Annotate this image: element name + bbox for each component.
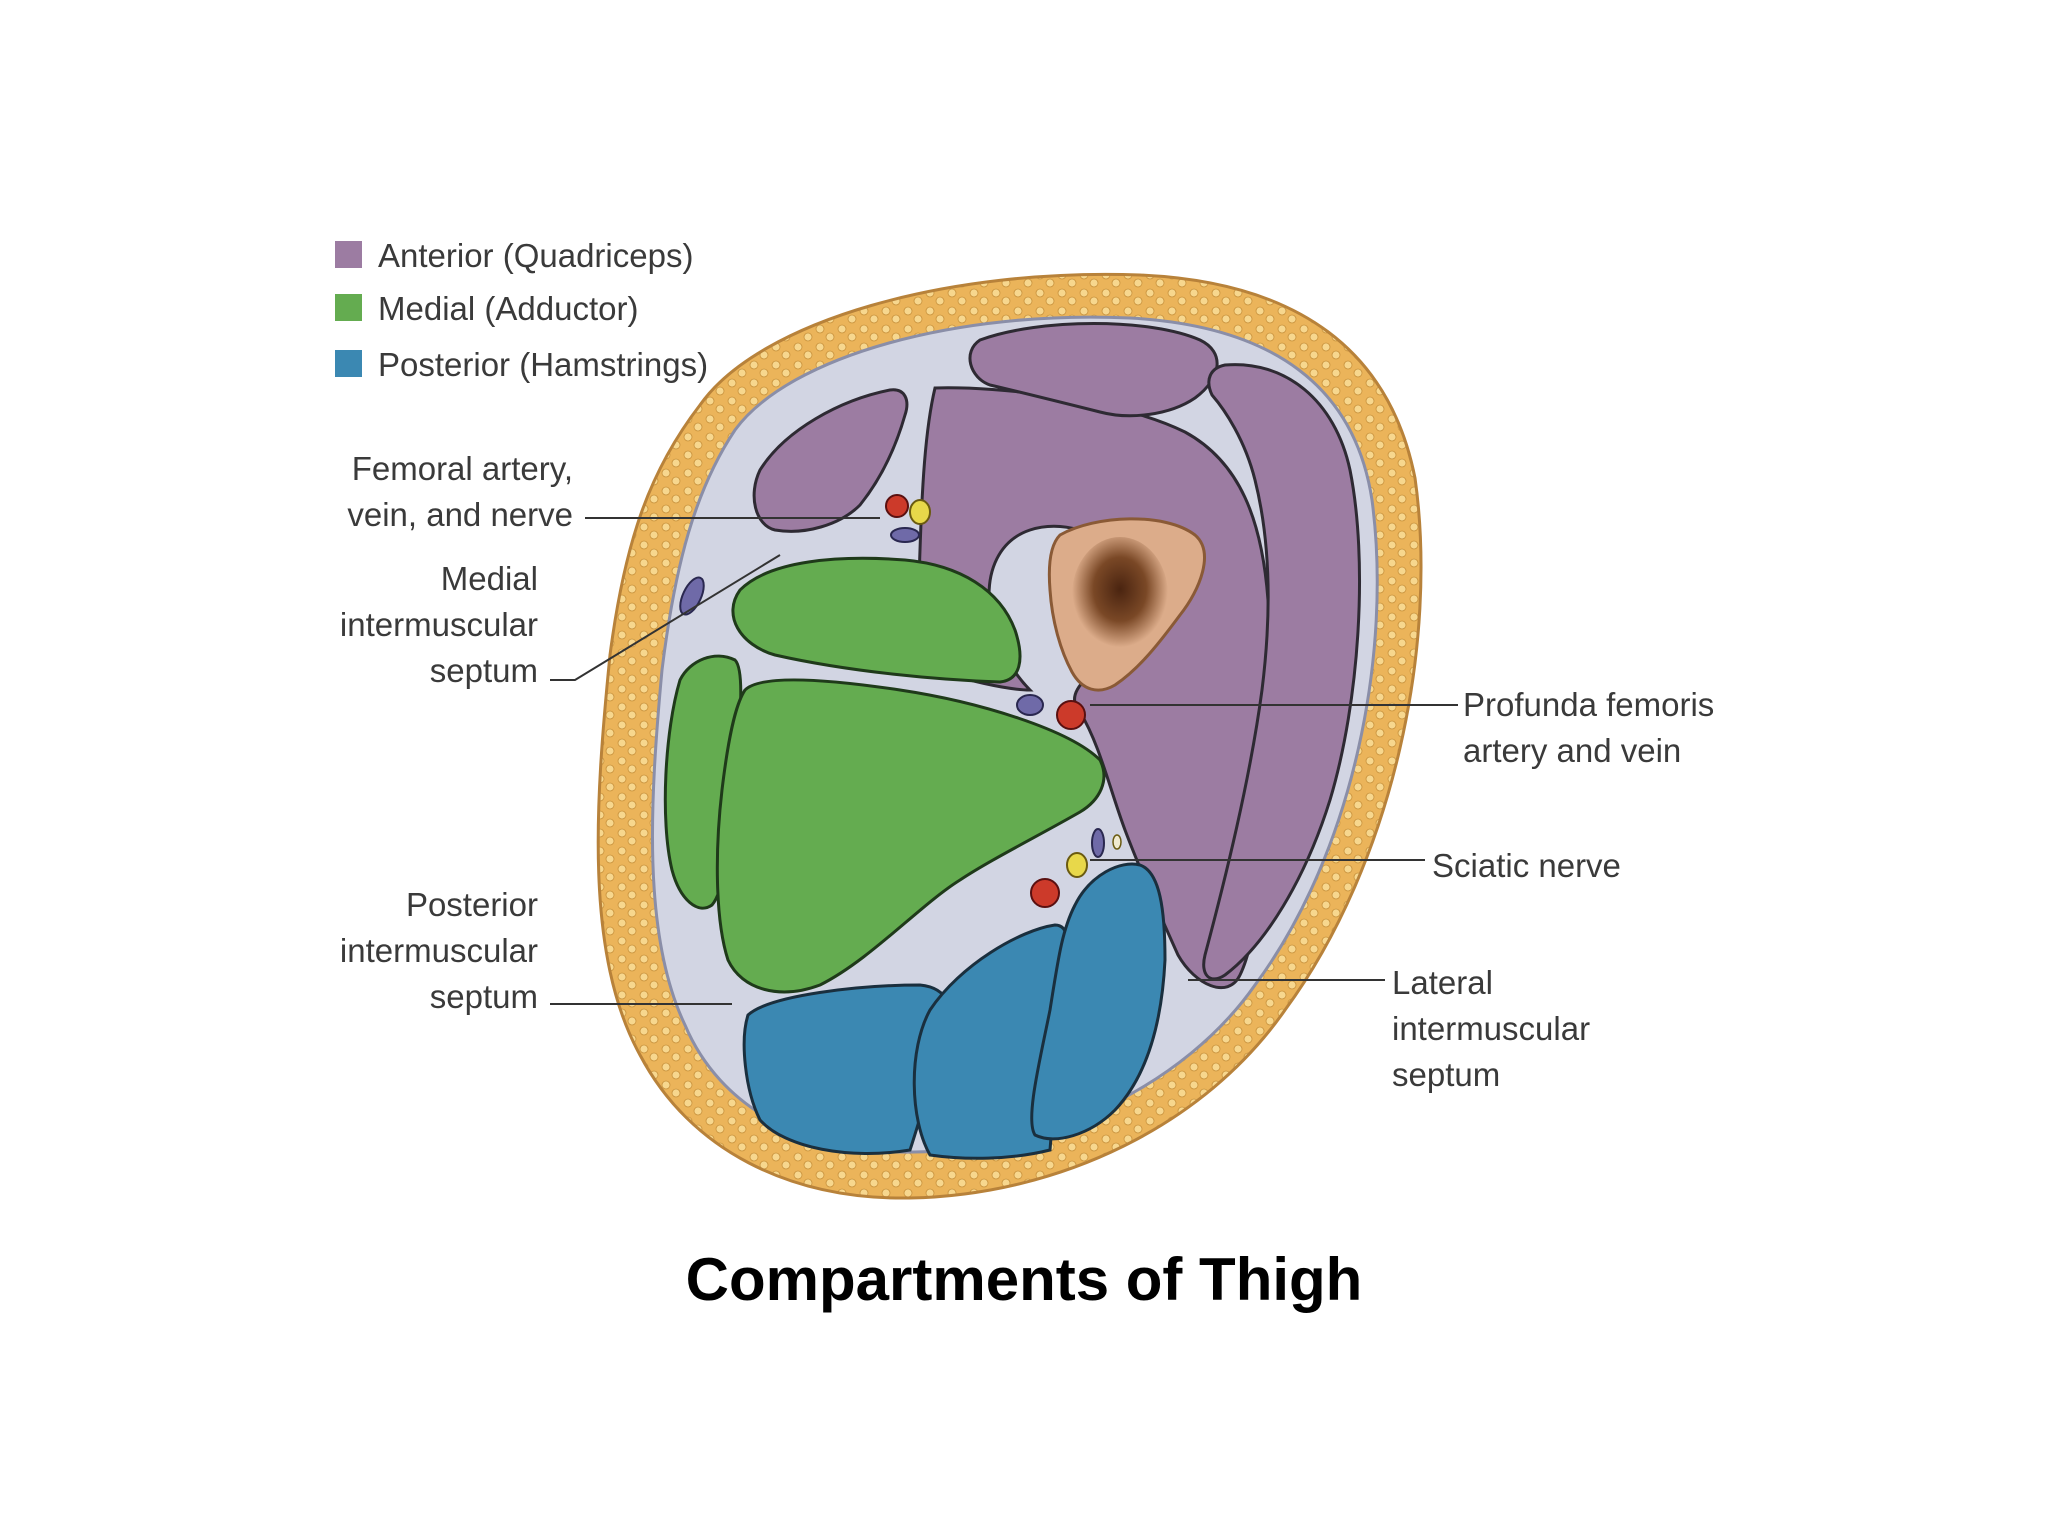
legend-label-posterior: Posterior (Hamstrings) xyxy=(378,346,709,383)
label-sciatic-nerve: Sciatic nerve xyxy=(1432,847,1621,884)
sciatic-nerve xyxy=(1066,852,1088,878)
femur-marrow xyxy=(1072,537,1168,653)
posterior-artery xyxy=(1030,878,1060,908)
label-profunda-femoris-artery-vein: Profunda femoris artery and vein xyxy=(1463,686,1715,770)
medial-compartment-adductor-longus xyxy=(731,556,1022,684)
label-medial-intermuscular-septum: Medial intermuscular septum xyxy=(339,560,538,690)
femoral-vein xyxy=(890,527,920,543)
sciatic-vein xyxy=(1091,828,1105,858)
profunda-artery xyxy=(1056,700,1086,730)
label-lateral-intermuscular-septum: Lateral intermuscular septum xyxy=(1392,964,1591,1094)
label-femoral-artery-vein-nerve: Femoral artery, vein, and nerve xyxy=(347,450,573,534)
posterior-compartment-biceps-femoris xyxy=(1030,862,1167,1141)
sciatic-bundle xyxy=(1030,828,1122,908)
sciatic-small-vessel xyxy=(1112,834,1122,850)
label-posterior-intermuscular-septum: Posterior intermuscular septum xyxy=(339,886,538,1016)
leader-medial-septum xyxy=(550,554,781,681)
femoral-bundle xyxy=(885,494,931,543)
femoral-artery xyxy=(885,494,909,518)
femoral-nerve xyxy=(909,499,931,525)
legend-swatch-posterior xyxy=(335,350,362,377)
profunda-vein xyxy=(1016,694,1044,716)
anterior-compartment-sartorius xyxy=(752,388,909,533)
anterior-compartment-vastus-lateralis-outer xyxy=(1202,363,1362,981)
legend-swatch-medial xyxy=(335,294,362,321)
legend-label-medial: Medial (Adductor) xyxy=(378,290,639,327)
slide-caption: Compartments of Thigh xyxy=(685,1246,1363,1313)
anterior-compartment-rectus-femoris xyxy=(968,322,1219,418)
legend-swatch-anterior xyxy=(335,241,362,268)
profunda-bundle xyxy=(1016,694,1086,730)
medial-compartment-adductor-magnus xyxy=(715,678,1106,994)
legend-label-anterior: Anterior (Quadriceps) xyxy=(378,237,694,274)
leader-lines xyxy=(550,517,1458,1005)
